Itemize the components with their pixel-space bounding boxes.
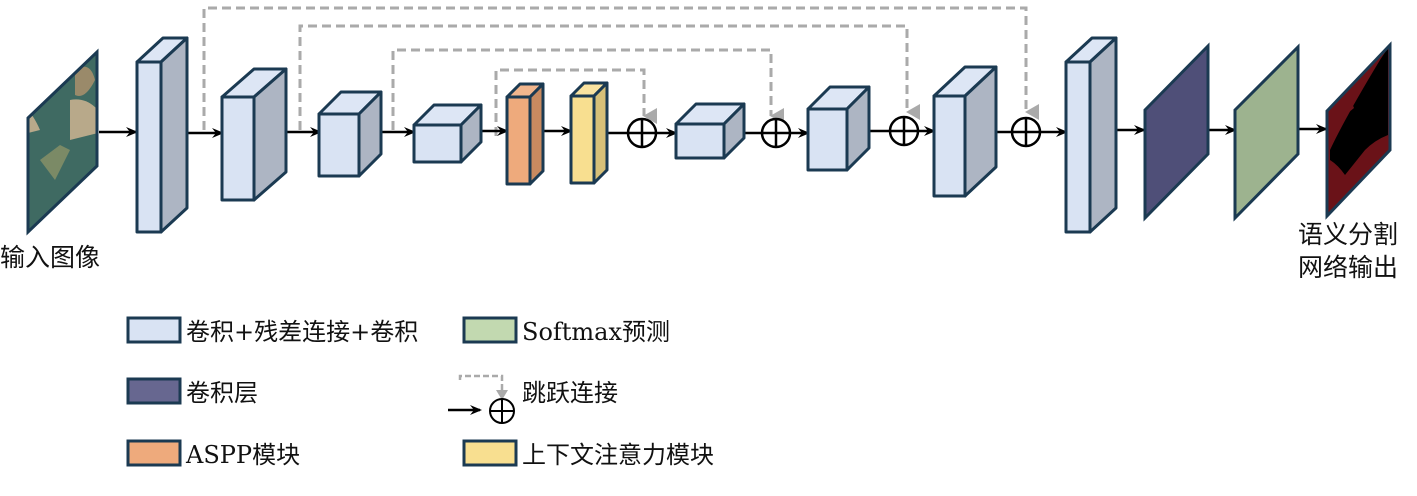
decoder-block-1-front — [674, 122, 726, 160]
encoder-block-1-side — [159, 36, 189, 234]
sum-node-3 — [888, 115, 920, 147]
skip-connection-1 — [202, 6, 1039, 130]
encoder-block-3 — [317, 90, 383, 178]
decoder-block-3 — [932, 65, 998, 198]
legend-label-residual: 卷积+残差连接+卷积 — [186, 318, 418, 346]
conv-layer-plane — [1143, 42, 1210, 222]
decoder-block-2 — [806, 85, 871, 172]
legend-swatch-conv — [126, 377, 182, 405]
blocks — [135, 36, 1118, 234]
decoder-block-4 — [1064, 36, 1118, 234]
decoder-block-4-side — [1088, 36, 1118, 234]
sum-nodes — [626, 115, 1042, 149]
attention-module-side — [592, 81, 609, 185]
legend-label-softmax: Softmax预测 — [522, 318, 670, 346]
encoder-block-3-front — [317, 112, 361, 178]
sum-node-4 — [1010, 116, 1042, 148]
legend-label-skip: 跳跃连接 — [522, 379, 618, 407]
legend-label-attention: 上下文注意力模块 — [522, 441, 714, 469]
aspp-module-side — [528, 82, 545, 186]
attention-module-front — [569, 94, 596, 185]
sum-node-2 — [760, 117, 792, 149]
skip-connection-4 — [494, 68, 657, 136]
sum-node-1 — [626, 117, 658, 149]
encoder-block-2 — [220, 67, 288, 202]
legend-label-conv: 卷积层 — [186, 379, 258, 407]
legend-label-aspp: ASPP模块 — [185, 441, 300, 469]
aspp-module-front — [505, 95, 532, 186]
skip-connections — [202, 6, 1039, 136]
output-label-line2: 网络输出 — [1298, 253, 1398, 282]
legend-swatch-aspp — [126, 439, 182, 467]
legend: 卷积+残差连接+卷积 Softmax预测 卷积层 跳跃连接 ASPP模块 上下文… — [126, 316, 714, 469]
softmax-plane — [1233, 43, 1300, 222]
decoder-block-4-front — [1064, 60, 1092, 234]
input-image — [26, 48, 99, 236]
attention-module — [569, 81, 609, 185]
decoder-block-3-front — [932, 94, 967, 198]
forward-arrows — [99, 124, 1328, 138]
encoder-block-4 — [412, 103, 483, 164]
legend-swatch-residual — [126, 316, 182, 344]
skip-connection-3 — [391, 48, 784, 130]
decoder-block-1 — [674, 102, 746, 160]
encoder-block-1-front — [135, 60, 163, 234]
legend-swatch-attention — [462, 439, 518, 467]
encoder-block-1 — [135, 36, 189, 234]
encoder-block-2-front — [220, 95, 256, 202]
input-label: 输入图像 — [0, 243, 100, 272]
legend-swatch-softmax — [462, 316, 518, 344]
encoder-block-4-front — [412, 123, 463, 164]
decoder-block-2-front — [806, 107, 849, 172]
skip-connection-2 — [298, 24, 920, 130]
aspp-module — [505, 82, 545, 186]
output-segmentation — [1325, 41, 1392, 220]
output-label-line1: 语义分割 — [1298, 220, 1398, 249]
legend-skip-symbol — [448, 374, 515, 424]
